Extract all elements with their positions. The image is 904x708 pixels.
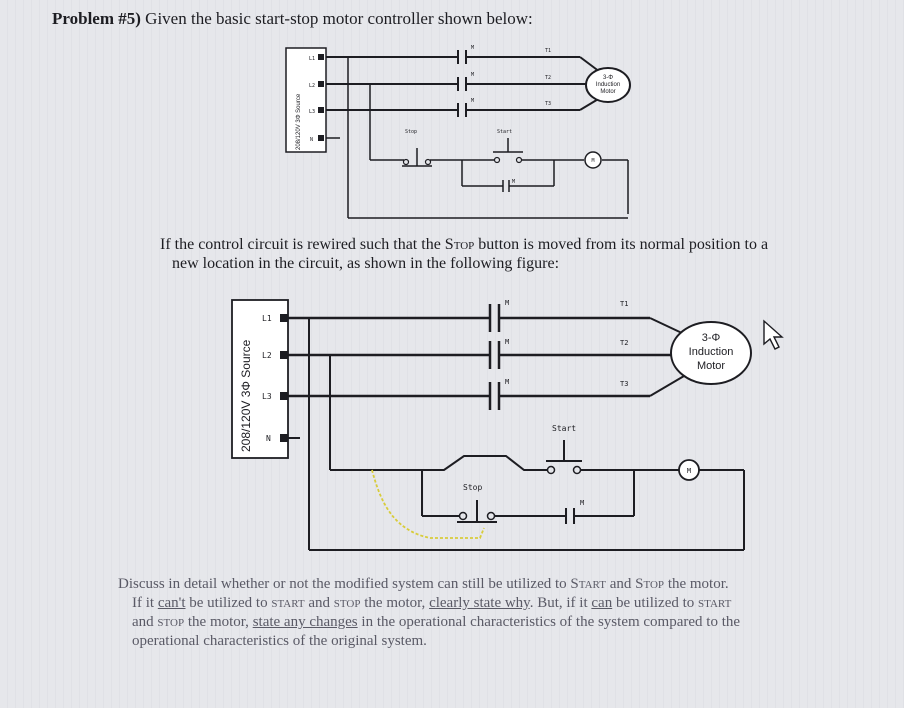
coil-label-1: M: [591, 158, 594, 164]
source-label-2: 208/120V 3Φ Source: [239, 339, 253, 452]
line-label-2-l3: L3: [262, 392, 272, 401]
line-label-l1: L1: [309, 56, 315, 62]
problem-title: Problem #5) Given the basic start-stop m…: [52, 9, 533, 28]
motor-label-2a: 3-Φ: [702, 332, 721, 344]
question-intro-paragraph: If the control circuit is rewired such t…: [160, 236, 769, 272]
motor-2: [670, 321, 752, 385]
terminal-label-t3: T3: [545, 101, 551, 107]
contact-label-1b: M: [471, 72, 474, 78]
terminal-label-t1: T1: [545, 48, 551, 54]
line-label-l3: L3: [309, 109, 315, 115]
stop-label-2: Stop: [463, 483, 482, 492]
terminal-label-2-t3: T3: [620, 380, 628, 388]
motor-1: [585, 67, 631, 103]
coil-1: [584, 151, 602, 169]
source-box-2: [231, 299, 289, 459]
line-label-2-l2: L2: [262, 351, 272, 360]
mouse-cursor-icon: [763, 319, 784, 350]
contact-label-2c: M: [505, 378, 509, 386]
motor-label-1b: Induction: [596, 82, 620, 88]
start-label-1: Start: [497, 129, 512, 135]
motor-label-2c: Motor: [697, 360, 725, 372]
motor-label-2b: Induction: [689, 346, 734, 358]
start-label-2: Start: [552, 424, 576, 433]
highlight-path: [371, 469, 485, 539]
terminal-label-2-t2: T2: [620, 339, 628, 347]
line-label-2-n: N: [266, 434, 271, 443]
stop-label-1: Stop: [405, 129, 417, 135]
contact-label-1a: M: [471, 45, 474, 51]
source-box-1: [285, 47, 327, 153]
seal-label-2: M: [580, 499, 584, 507]
coil-label-2: M: [687, 467, 691, 475]
terminal-label-t2: T2: [545, 75, 551, 81]
coil-2: [678, 459, 700, 481]
contact-label-2a: M: [505, 299, 509, 307]
discussion-paragraph: Discuss in detail whether or not the mod…: [118, 576, 741, 649]
line-label-2-l1: L1: [262, 314, 272, 323]
motor-label-1a: 3-Φ: [603, 75, 613, 81]
seal-label-1: M: [512, 179, 515, 185]
motor-label-1c: Motor: [600, 89, 615, 95]
source-label-1: 208/120V 3Φ Source: [296, 93, 302, 150]
contact-label-2b: M: [505, 338, 509, 346]
line-label-n: N: [310, 137, 313, 143]
contact-label-1c: M: [471, 98, 474, 104]
terminal-label-2-t1: T1: [620, 300, 628, 308]
line-label-l2: L2: [309, 83, 315, 89]
